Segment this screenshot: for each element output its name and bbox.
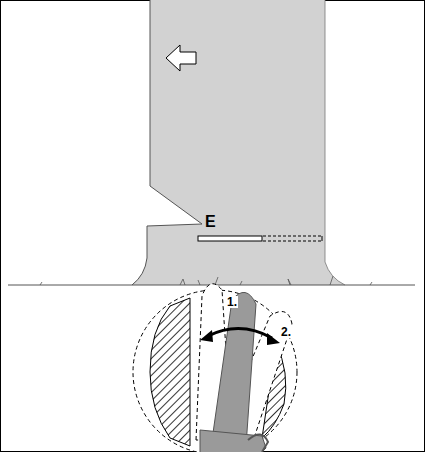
cut-dashed bbox=[263, 236, 322, 237]
grass bbox=[40, 276, 372, 285]
arrowhead bbox=[200, 330, 213, 342]
chainsaw-body bbox=[200, 430, 266, 452]
cut-label: E bbox=[205, 214, 216, 230]
trunk-edge bbox=[132, 0, 202, 285]
position-number: 1. bbox=[226, 296, 238, 308]
handle-guard bbox=[248, 434, 268, 452]
felling-cut bbox=[198, 236, 262, 241]
guide-bar bbox=[212, 292, 256, 446]
position-number: 2. bbox=[280, 326, 292, 338]
cut-dashed bbox=[263, 241, 322, 242]
felling-direction-arrow bbox=[166, 45, 196, 71]
trunk-edge bbox=[325, 0, 345, 285]
arrowhead bbox=[267, 333, 280, 345]
swing-arrow bbox=[208, 328, 272, 338]
tree-trunk bbox=[132, 0, 345, 285]
hatched-wood bbox=[150, 298, 190, 446]
cut-dashed bbox=[322, 236, 323, 241]
